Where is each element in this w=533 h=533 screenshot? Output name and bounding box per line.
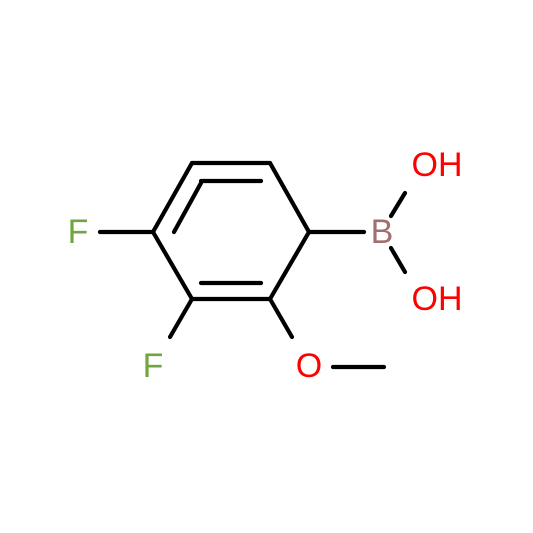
ring-bond-c2-c3 <box>267 160 312 235</box>
boron-atom-label: B <box>371 213 394 251</box>
ring-bond-c3-c4 <box>267 229 312 302</box>
bond-ring-fluorine-bottom <box>167 296 195 340</box>
ring-bond-c6-c1 <box>150 160 195 235</box>
bond-ring-methoxy-oxygen <box>267 296 295 340</box>
hydroxyl-top-label: OH <box>412 146 463 184</box>
fluorine-bottom-label: F <box>143 347 164 385</box>
ring-bond-c5-c6 <box>150 229 195 302</box>
methoxy-oxygen-label: O <box>296 347 322 385</box>
bond-boron-oh-bottom <box>388 245 408 275</box>
double-bond-inner-left <box>171 180 204 235</box>
bond-boron-oh-top <box>388 190 408 219</box>
fluorine-top-label: F <box>68 213 89 251</box>
hydroxyl-bottom-label: OH <box>412 280 463 318</box>
